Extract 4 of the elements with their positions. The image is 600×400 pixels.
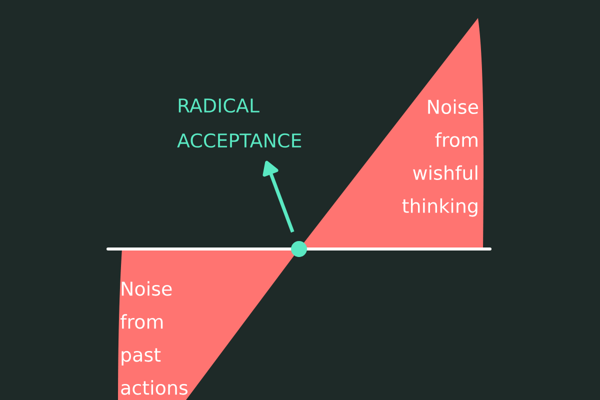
label-text: RADICAL ACCEPTANCE — [177, 98, 302, 148]
noise-region: Noise from past actions — [118, 249, 299, 400]
arrow — [262, 160, 294, 233]
pivot-dot — [291, 241, 307, 257]
